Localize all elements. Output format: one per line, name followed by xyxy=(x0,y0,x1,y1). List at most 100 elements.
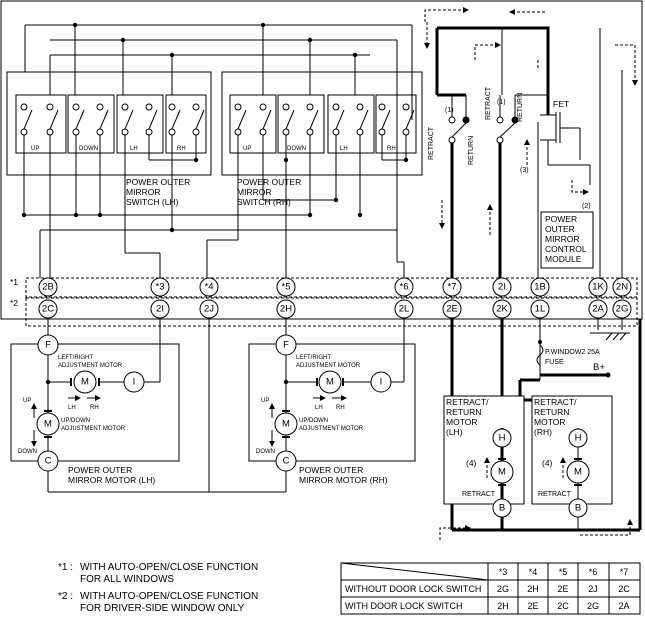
retract-step1-lh: (1) xyxy=(445,107,454,114)
table-row-1-v4: 2A xyxy=(618,601,629,611)
control-module-box xyxy=(540,211,594,269)
mirror-lh-ud-label-2: ADJUSTMENT MOTOR xyxy=(61,426,126,432)
conn-r2-0: 2C xyxy=(42,304,54,315)
switch-lh-lh-label: LH xyxy=(130,146,138,152)
connector-band-2 xyxy=(25,297,638,327)
conn-r2-9: 2G xyxy=(616,304,629,315)
switch-rh-up-label: UP xyxy=(243,146,251,152)
fuse-node xyxy=(538,340,542,344)
table-row-0-v1: 2H xyxy=(527,584,539,594)
mirror-motor-lh xyxy=(31,334,145,472)
flow-arrows xyxy=(424,7,638,540)
switch-lh-title-1: POWER OUTER xyxy=(126,177,190,187)
switch-lh-rh-label: RH xyxy=(177,146,186,152)
conn-r1-8: 1K xyxy=(592,282,604,293)
connector-table xyxy=(340,562,641,615)
table-header-4: *7 xyxy=(620,567,629,577)
retract-rh-title-1: RETRACT/ xyxy=(534,397,577,407)
table-row-0-v0: 2G xyxy=(497,584,509,594)
table-row-1-v0: 2H xyxy=(497,601,509,611)
fuse-label-1: P.WINDOW2 25A xyxy=(545,349,600,356)
retract-label-lh: RETRACT xyxy=(428,126,435,160)
table-header-1: *4 xyxy=(529,567,538,577)
table-row-0-v4: 2C xyxy=(618,584,630,594)
fet-symbol xyxy=(540,112,581,160)
step3-label: (3) xyxy=(520,167,529,174)
mirror-lh-terminal-f: F xyxy=(45,340,51,351)
control-module-line2: OUTER xyxy=(545,224,575,234)
conn-r2-2: 2J xyxy=(204,304,214,315)
fuse-label-2: FUSE xyxy=(545,359,564,366)
table-row-1-v1: 2E xyxy=(527,601,538,611)
band-marker-2: *2 xyxy=(10,298,18,308)
control-module-line4: CONTROL xyxy=(545,244,587,254)
mirror-rh-lr-motor: M xyxy=(326,377,334,388)
mirror-rh-title-1: POWER OUTER xyxy=(299,465,363,475)
mirror-rh-terminal-i: I xyxy=(380,377,383,388)
conn-r1-2: *4 xyxy=(205,282,214,293)
retract-label-rh: RETRACT xyxy=(485,86,492,120)
table-row-0-v3: 2J xyxy=(588,584,598,594)
table-header-3: *6 xyxy=(589,567,598,577)
mirror-rh-down: DOWN xyxy=(256,449,275,455)
mirror-motor-lh-box xyxy=(10,343,180,462)
mirror-rh-rh: RH xyxy=(336,405,345,411)
table-row-1-v3: 2G xyxy=(587,601,599,611)
conn-r2-3: 2H xyxy=(280,304,292,315)
retract-lh-motor: M xyxy=(498,467,506,478)
mirror-lh-lr-motor: M xyxy=(81,377,89,388)
switch-rh-down-label: DOWN xyxy=(287,146,306,152)
conn-r1-1: *3 xyxy=(156,282,165,293)
mirror-rh-lr-label-2: ADJUSTMENT MOTOR xyxy=(296,363,361,369)
battery-label: B+ xyxy=(593,362,605,373)
conn-r2-1: 2I xyxy=(156,304,164,315)
return-label-lh: RETURN xyxy=(468,136,475,165)
outer-frame xyxy=(0,0,643,320)
mirror-lh-terminal-i: I xyxy=(133,377,136,388)
table-row-1-label: WITH DOOR LOCK SWITCH xyxy=(345,601,463,611)
switch-rh-title-2: MIRROR xyxy=(237,187,271,197)
switch-rh-frame xyxy=(221,71,423,176)
mirror-rh-ud-motor: M xyxy=(282,419,290,430)
footnote-2-marker: *2 : xyxy=(58,591,73,602)
control-module-line3: MIRROR xyxy=(545,234,579,244)
conn-r1-9: 2N xyxy=(616,282,628,293)
ground-symbol xyxy=(605,332,627,341)
switch-rh-rh-label: RH xyxy=(387,146,396,152)
mirror-rh-lh: LH xyxy=(315,405,323,411)
control-module-line5: MODULE xyxy=(545,254,582,264)
switch-lh: UP DOWN LH RH xyxy=(15,94,207,154)
retract-lh-terminal-h: H xyxy=(499,433,506,444)
conn-r2-8: 2A xyxy=(592,304,604,315)
retract-rh-retract: RETRACT xyxy=(538,491,572,498)
footnote-2-line-1: WITH AUTO-OPEN/CLOSE FUNCTION xyxy=(80,591,258,602)
conn-r1-3: *5 xyxy=(282,282,291,293)
retract-switch-wires xyxy=(435,26,623,278)
mirror-lh-title-2: MIRROR MOTOR (LH) xyxy=(68,475,155,485)
conn-r2-7: 1L xyxy=(535,304,546,315)
retract-lh-terminal-b: B xyxy=(499,503,505,514)
control-module-line1: POWER xyxy=(545,214,577,224)
mirror-rh-title-2: MIRROR MOTOR (RH) xyxy=(299,475,388,485)
conn-r1-7: 1B xyxy=(534,282,546,293)
mirror-rh-up: UP xyxy=(261,398,269,404)
retract-lh-retract: RETRACT xyxy=(462,491,496,498)
mirror-lh-rh: RH xyxy=(90,405,99,411)
conn-r2-6: 2K xyxy=(496,304,508,315)
retract-switch-contacts xyxy=(448,116,519,144)
mirror-lh-lr-label-1: LEFT/RIGHT xyxy=(58,355,93,361)
mirror-rh-ud-label-2: ADJUSTMENT MOTOR xyxy=(299,426,364,432)
mirror-rh-terminal-c: C xyxy=(283,456,290,467)
switch-lh-down-label: DOWN xyxy=(79,146,98,152)
retract-lh-title-2: RETURN xyxy=(446,407,481,417)
connector-labels-row2: 2C 2I 2J 2H 2L 2E 2K 1L 2A 2G xyxy=(42,304,628,315)
fet-label: FET xyxy=(553,99,569,109)
retract-step1-rh: (1) xyxy=(497,99,506,106)
mirror-lh-down: DOWN xyxy=(18,449,37,455)
retract-lh-step: (4) xyxy=(466,458,477,468)
switch-rh-title-1: POWER OUTER xyxy=(237,177,301,187)
mirror-lh-lr-label-2: ADJUSTMENT MOTOR xyxy=(58,363,123,369)
switch-rh-title-3: SWITCH (RH) xyxy=(237,197,291,207)
retract-motor-rh xyxy=(560,428,590,518)
retract-lh-title-4: (LH) xyxy=(446,427,463,437)
